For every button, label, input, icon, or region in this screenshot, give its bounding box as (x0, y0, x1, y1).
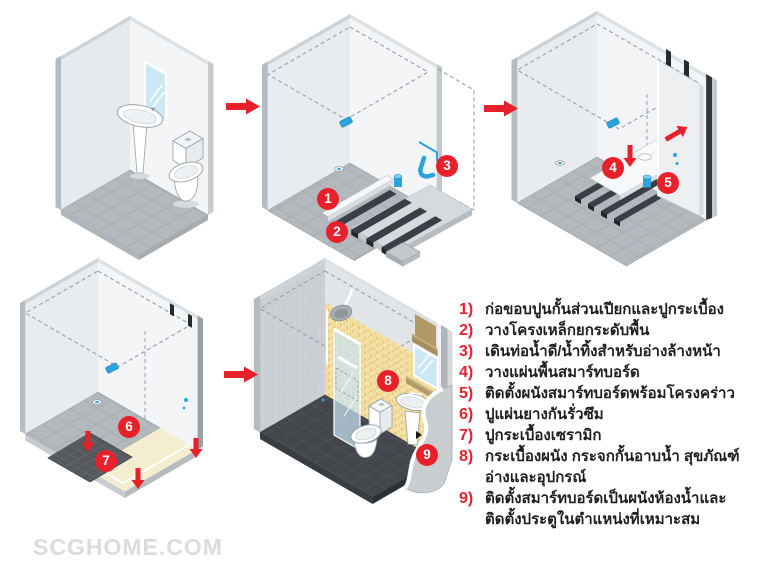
step5-curved-smartboard-wall (403, 384, 453, 494)
legend-item-3: 3) เดินท่อน้ำดี/น้ำทิ้งสำหรับอ่างล้างหน้… (459, 341, 740, 362)
legend-text: กระเบื้องผนัง กระจกกั้นอาบน้ำ สุขภัณฑ์ (485, 448, 740, 465)
step5-toilet (350, 398, 393, 458)
legend-item-7: 7) ปูกระเบื้องเซรามิก (459, 425, 740, 446)
step4-water-outlet-icon (182, 406, 186, 410)
legend-text: วางแผ่นพื้นสมาร์ทบอร์ด (485, 364, 640, 381)
step3-water-outlet-icon (673, 153, 677, 157)
step-badge-3: 3 (436, 155, 458, 177)
legend-text: ปูแผ่นยางกันรั่วซึม (485, 406, 604, 423)
down-arrow-icon (189, 438, 203, 458)
up-right-arrow-icon (664, 125, 688, 142)
step1-toilet (168, 130, 204, 208)
step1-pedestal-sink (116, 104, 164, 179)
legend-item-1: 1) ก่อขอบปูนกั้นส่วนเปียกและปูกระเบื้อง (459, 299, 740, 320)
step3-wall-valve-icon (606, 117, 620, 129)
step2-floor-pipe-stub-icon (393, 174, 403, 187)
step2-dashed-extension (437, 68, 475, 211)
legend-text: ปูกระเบื้องเซรามิก (485, 427, 602, 444)
step5-valve-dot-icon (321, 398, 325, 402)
flow-arrow-1-icon (226, 98, 260, 115)
step2-floor-structure (262, 14, 475, 261)
step2-wall-valve-icon (339, 116, 353, 128)
legend-item-8: 8) กระเบื้องผนัง กระจกกั้นอาบน้ำ สุขภัณฑ… (459, 446, 740, 488)
legend-text: เดินท่อน้ำดี/น้ำทิ้งสำหรับอ่างล้างหน้า (485, 343, 721, 360)
step2-mortar-curb (321, 175, 394, 222)
legend-item-6: 6) ปูแผ่นยางกันรั่วซึม (459, 404, 740, 425)
legend-number: 9) (459, 490, 474, 507)
legend-number: 4) (459, 364, 474, 381)
step1-original-bathroom (55, 16, 214, 260)
step2-steel-joists (336, 190, 443, 257)
legend-text: วางโครงเหล็กยกระดับพื้น (485, 322, 650, 339)
step-badge-4: 4 (602, 157, 624, 179)
legend-number: 8) (459, 448, 474, 465)
step5-shower-head-icon (326, 288, 354, 364)
step2-floor-drain-icon (334, 166, 344, 172)
legend-text: ติดตั้งประตูในตำแหน่งที่เหมาะสม (485, 511, 701, 528)
step5-shower-tiled-wall (260, 262, 325, 433)
legend-text: ก่อขอบปูนกั้นส่วนเปียกและปูกระเบื้อง (485, 301, 724, 318)
step5-incoming-panel (385, 242, 421, 267)
step-badge-2: 2 (326, 221, 348, 243)
step3-floor-drain-icon (555, 160, 565, 166)
legend-item-5: 5) ติดตั้งผนังสมาร์ทบอร์ดพร้อมโครงคร่าว (459, 383, 740, 404)
legend: 1) ก่อขอบปูนกั้นส่วนเปียกและปูกระเบื้อง … (459, 299, 740, 530)
watermark: SCGHOME.COM (33, 534, 223, 560)
legend-number: 7) (459, 427, 474, 444)
step4-floor-drain-icon (92, 399, 102, 405)
step4-water-outlet-icon (184, 398, 188, 402)
pointer-triangle-icon (416, 431, 422, 439)
legend-number: 2) (459, 322, 474, 339)
legend-item-4: 4) วางแผ่นพื้นสมาร์ทบอร์ด (459, 362, 740, 383)
step2-water-pipes-icon (418, 141, 438, 179)
step3-water-outlet-icon (675, 162, 679, 165)
step4-door-studs (170, 303, 192, 328)
step3-smartboard-install (511, 11, 717, 267)
legend-text: ติดตั้งผนังสมาร์ทบอร์ดพร้อมโครงคร่าว (485, 385, 735, 402)
step5-finished-bathroom (251, 242, 453, 504)
legend-text: ติดตั้งสมาร์ทบอร์ดเป็นผนังห้องน้ำและ (485, 490, 727, 507)
step-badge-7: 7 (95, 450, 117, 472)
step-badge-5: 5 (657, 172, 679, 194)
step-badge-8: 8 (377, 370, 399, 392)
legend-item-2: 2) วางโครงเหล็กยกระดับพื้น (459, 320, 740, 341)
step4-waterproof-tiling (20, 258, 203, 498)
flow-arrow-2-icon (484, 100, 518, 117)
legend-number: 6) (459, 406, 474, 423)
legend-number: 5) (459, 385, 474, 402)
down-arrow-icon (131, 468, 145, 489)
step-badge-1: 1 (317, 188, 339, 210)
step-badge-9: 9 (416, 444, 438, 466)
step4-ceramic-tile-sheet (47, 432, 133, 483)
down-arrow-icon (623, 145, 637, 167)
step-badge-6: 6 (118, 416, 140, 438)
down-arrow-icon (81, 431, 95, 452)
legend-item-9: 9) ติดตั้งสมาร์ทบอร์ดเป็นผนังห้องน้ำและ … (459, 488, 740, 530)
legend-text: อ่างและอุปกรณ์ (485, 469, 587, 486)
step3-floor-pipe-stub-icon (642, 174, 652, 188)
flow-arrow-3-icon (224, 366, 258, 383)
legend-number: 3) (459, 343, 474, 360)
step4-wall-valve-icon (105, 362, 119, 374)
legend-number: 1) (459, 301, 474, 318)
